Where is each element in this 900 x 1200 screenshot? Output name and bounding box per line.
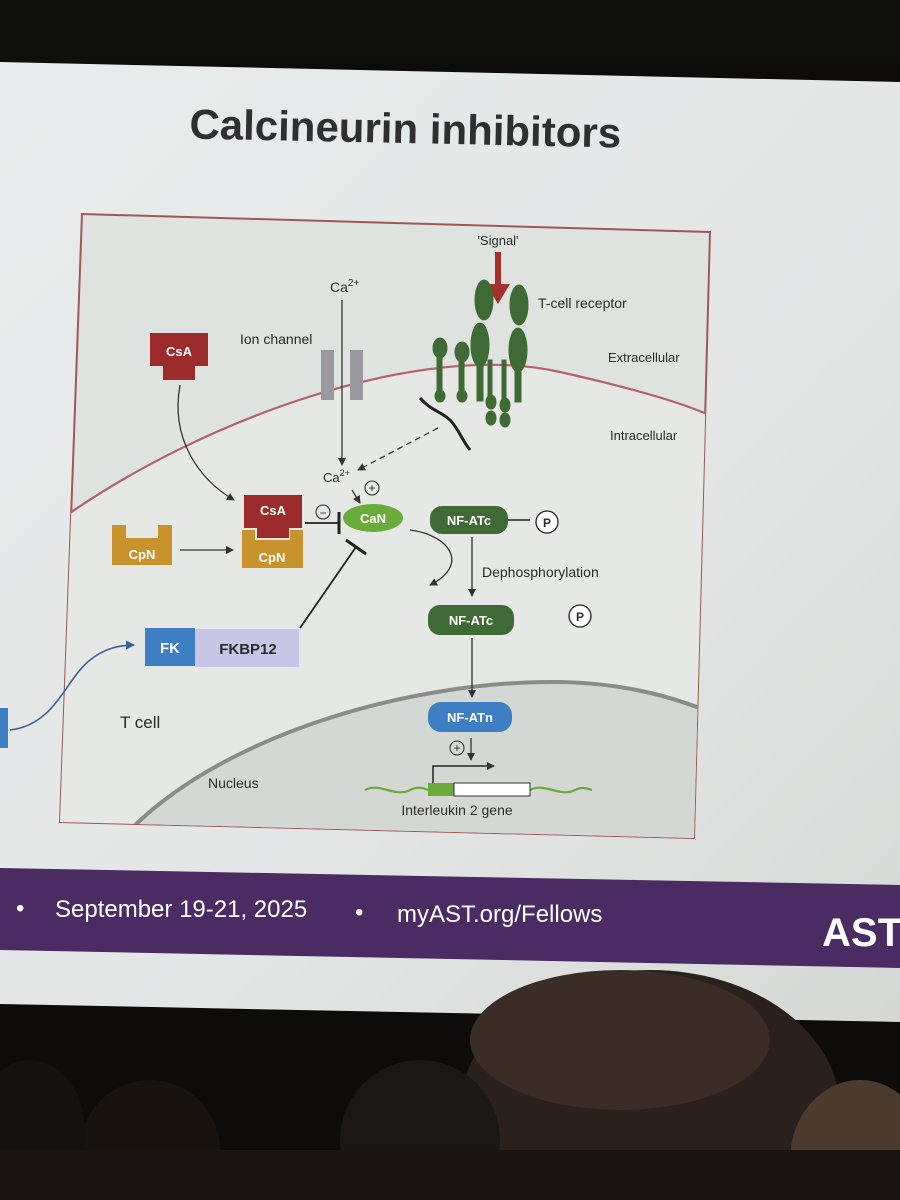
csa-free: CsA xyxy=(150,333,208,380)
svg-text:P: P xyxy=(543,516,551,530)
svg-text:CsA: CsA xyxy=(166,344,193,359)
tcell-receptor-label: T-cell receptor xyxy=(538,295,627,311)
minus-sign: − xyxy=(319,506,326,520)
offscreen-blue-box xyxy=(0,708,8,748)
free-phosphate: P xyxy=(568,604,592,628)
intracellular-label: Intracellular xyxy=(610,428,678,443)
svg-text:CsA: CsA xyxy=(260,503,287,518)
drug-to-fk-arrow xyxy=(9,640,135,731)
can-action-arrow xyxy=(409,529,453,586)
tcell-receptor xyxy=(432,279,529,428)
csa-cpn-complex: CsA CpN xyxy=(242,495,303,568)
svg-text:P: P xyxy=(576,610,584,624)
slide-title: Calcineurin inhibitors xyxy=(189,100,622,156)
nucleus-area xyxy=(120,681,710,838)
can: CaN xyxy=(343,504,403,532)
tcell-label: T cell xyxy=(120,713,160,732)
dephosphorylation-label: Dephosphorylation xyxy=(482,564,599,580)
fk-fkbp12: FK FKBP12 xyxy=(145,628,299,667)
fkbp12-inhibits-can xyxy=(299,546,357,629)
ion-channel-left xyxy=(321,350,334,400)
cell-membrane xyxy=(60,363,710,521)
receptor-to-can-arrow xyxy=(357,427,439,471)
svg-text:FKBP12: FKBP12 xyxy=(219,641,277,658)
plus-circle-gene xyxy=(449,740,465,756)
nfatn: NF-ATn xyxy=(428,702,512,732)
svg-text:NF-ATc: NF-ATc xyxy=(449,613,493,628)
room-top xyxy=(0,0,900,62)
cpn-free: CpN xyxy=(112,525,172,565)
svg-text:CaN: CaN xyxy=(360,511,386,526)
ast-logo: AST xyxy=(822,911,900,955)
nfatc-phosphorylated: NF-ATc P xyxy=(430,506,559,534)
svg-text:CpN: CpN xyxy=(259,550,286,565)
svg-text:NF-ATn: NF-ATn xyxy=(447,710,493,725)
inhibition-bar-2 xyxy=(345,538,367,556)
audience xyxy=(0,970,900,1200)
il2-gene-label: Interleukin 2 gene xyxy=(401,802,513,818)
nuclear-membrane xyxy=(128,679,710,832)
nucleus-label: Nucleus xyxy=(208,775,259,791)
footer-bullet-2: • xyxy=(355,899,363,926)
nfatc: NF-ATc xyxy=(428,605,514,635)
plus-sign-gene: + xyxy=(453,741,460,755)
svg-text:NF-ATc: NF-ATc xyxy=(447,513,491,528)
extracellular-label: Extracellular xyxy=(608,350,680,365)
footer-bullet-1: • xyxy=(16,895,24,922)
il2-gene xyxy=(364,762,593,797)
signaling-chain xyxy=(418,397,472,451)
plus-circle-can xyxy=(364,480,380,496)
diagram: Ca2+ Ion channel Ca2+ 'Signal' xyxy=(58,212,712,840)
plus-sign-can: + xyxy=(368,481,375,495)
ion-channel-label: Ion channel xyxy=(240,331,312,347)
signal-label: 'Signal' xyxy=(477,233,518,248)
ca-top-label: Ca2+ xyxy=(330,278,359,295)
ca-to-can-arrow xyxy=(351,489,361,504)
minus-circle xyxy=(315,504,331,520)
footer-bar: • September 19-21, 2025 • myAST.org/Fell… xyxy=(0,868,900,968)
svg-text:FK: FK xyxy=(160,640,180,657)
ca-mid-label: Ca2+ xyxy=(323,468,350,485)
footer-date: September 19-21, 2025 xyxy=(55,896,307,923)
ion-channel-right xyxy=(350,350,363,400)
footer-url: myAST.org/Fellows xyxy=(397,901,602,928)
svg-text:CpN: CpN xyxy=(129,547,156,562)
csa-to-complex-arrow xyxy=(177,384,235,501)
